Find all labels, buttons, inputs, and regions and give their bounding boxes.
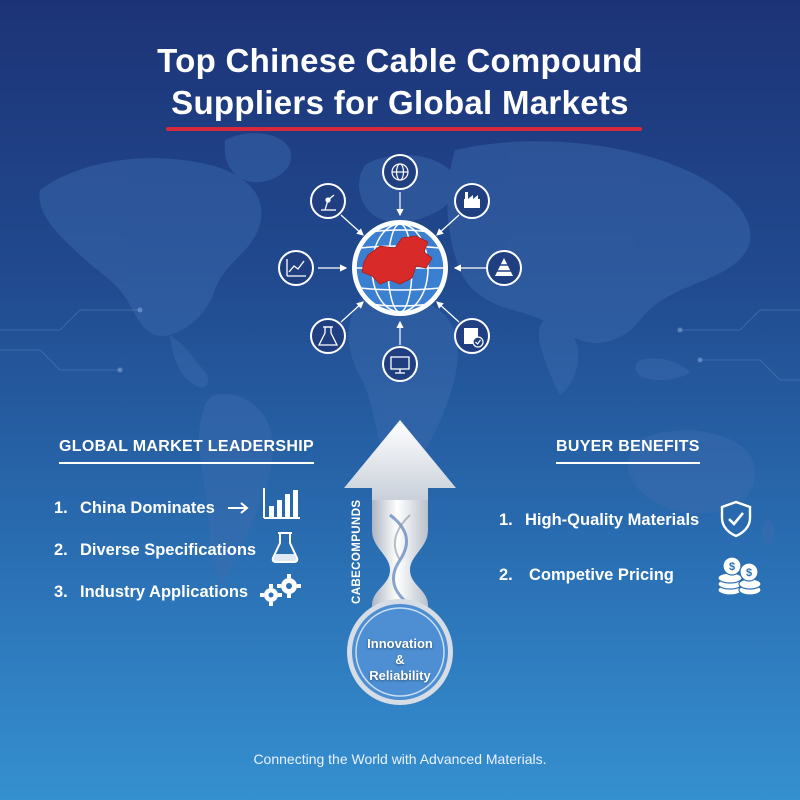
svg-text:$: $ [729, 561, 735, 573]
list-number: 2. [499, 566, 513, 584]
buyer-benefits-heading: BUYER BENEFITS [556, 438, 700, 464]
list-label: Competive Pricing [529, 566, 674, 584]
flask-icon [317, 326, 339, 346]
footer-tagline: Connecting the World with Advanced Mater… [253, 751, 547, 767]
globe-icon [391, 163, 409, 181]
globe-china-icon [352, 220, 448, 316]
list-number: 3. [54, 583, 68, 601]
arrow-right-icon [228, 502, 249, 514]
line-chart-icon [286, 259, 306, 277]
list-number: 1. [54, 499, 68, 517]
vertical-brand-text: CABECOMPUNDS [351, 499, 363, 604]
title-line-2: Suppliers for Global Markets [171, 84, 629, 121]
beaker-icon [271, 532, 299, 563]
list-label: Industry Applications [80, 583, 249, 601]
badge-line-2: & [395, 652, 405, 667]
page-title: Top Chinese Cable Compound Suppliers for… [0, 40, 800, 124]
list-label: Diverse Specifications [80, 541, 257, 559]
bar-chart-icon [263, 488, 300, 519]
list-number: 2. [54, 541, 68, 559]
list-item-competive-pricing: 2. Competive Pricing [499, 566, 674, 585]
list-item-high-quality-materials: 1. High-Quality Materials [499, 511, 699, 530]
gears-icon [260, 574, 301, 606]
list-label: High-Quality Materials [525, 511, 700, 529]
title-line-1: Top Chinese Cable Compound [157, 42, 643, 79]
list-label: China Dominates [80, 499, 215, 517]
list-item-china-dominates: 1. China Dominates [54, 499, 215, 518]
document-check-icon [464, 328, 484, 348]
pyramid-chart-icon [495, 258, 513, 276]
coins-icon: $ $ [717, 556, 762, 596]
monitor-icon [390, 356, 410, 374]
innovation-reliability-badge: Innovation & Reliability [358, 636, 442, 684]
list-number: 1. [499, 511, 513, 529]
list-item-industry-applications: 3. Industry Applications [54, 583, 248, 602]
factory-icon [464, 192, 480, 208]
list-item-diverse-specifications: 2. Diverse Specifications [54, 541, 256, 560]
badge-line-3: Reliability [369, 668, 431, 683]
global-market-leadership-heading: GLOBAL MARKET LEADERSHIP [59, 438, 314, 464]
robot-arm-icon [321, 194, 336, 211]
svg-text:$: $ [746, 567, 752, 579]
shield-check-icon [720, 500, 752, 538]
title-underline [166, 127, 642, 131]
china-map-shape [361, 235, 433, 285]
badge-line-1: Innovation [367, 636, 433, 651]
